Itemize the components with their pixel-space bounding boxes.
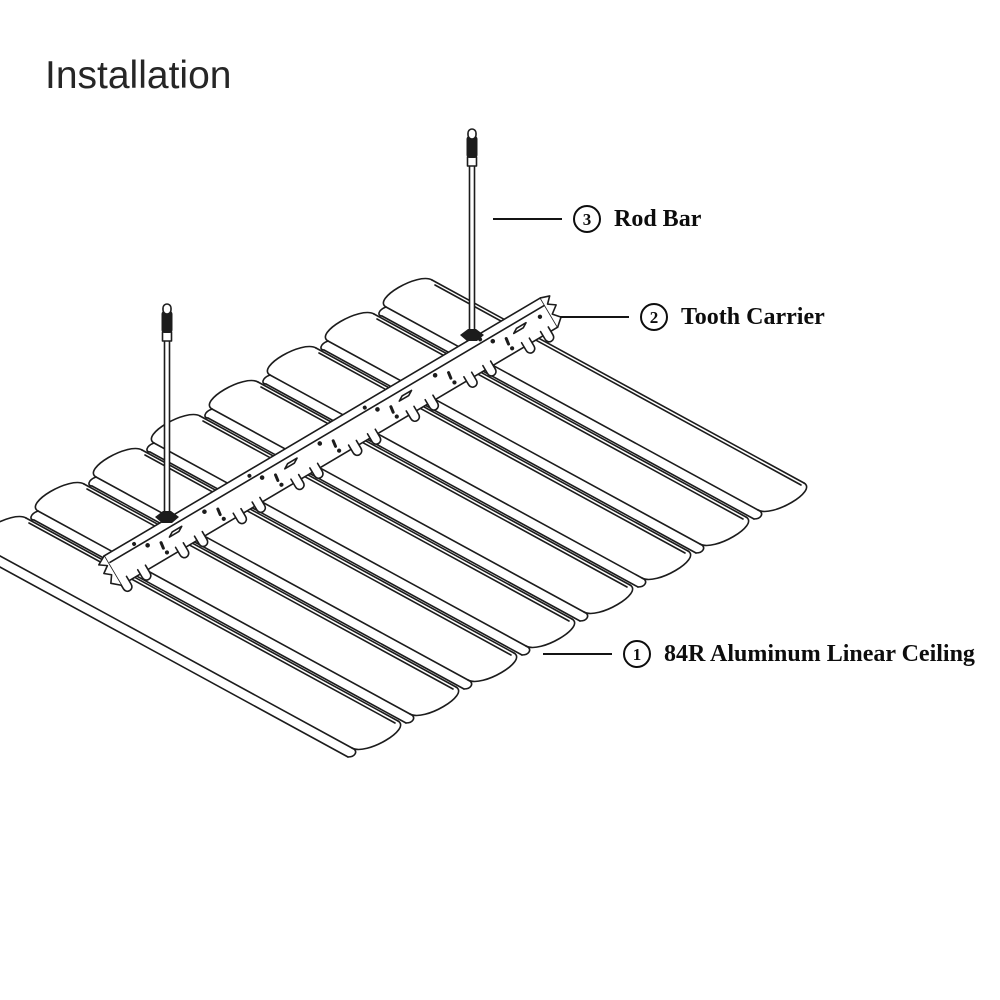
page-title: Installation — [45, 54, 232, 97]
callout-marker: 1 — [623, 640, 651, 668]
rod-bar-right — [460, 128, 484, 341]
tooth-carrier-bar — [97, 295, 562, 594]
leader-line — [493, 218, 562, 220]
callout-marker: 3 — [573, 205, 601, 233]
rod-bar-left — [155, 303, 179, 523]
callout-label: Rod Bar — [614, 205, 702, 232]
callout-label: 84R Aluminum Linear Ceiling — [664, 640, 975, 667]
callout-label: Tooth Carrier — [681, 303, 825, 330]
leader-line — [560, 316, 629, 318]
callout-aluminum-ceiling: 1 84R Aluminum Linear Ceiling — [543, 637, 975, 671]
rod-nut-right — [460, 329, 484, 341]
ceiling-panels — [0, 277, 808, 758]
callout-marker: 2 — [640, 303, 668, 331]
callout-rod-bar: 3 Rod Bar — [493, 202, 701, 236]
rod-nut-left — [155, 511, 179, 523]
callout-tooth-carrier: 2 Tooth Carrier — [560, 300, 825, 334]
leader-line — [543, 653, 612, 655]
